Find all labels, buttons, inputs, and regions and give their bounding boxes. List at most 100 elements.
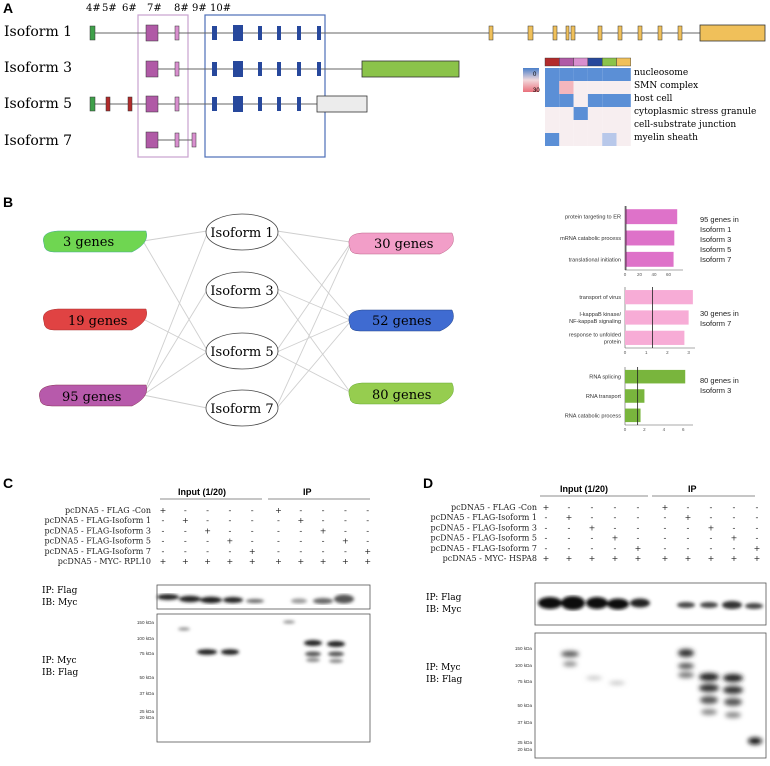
- transfection-sign: -: [322, 547, 325, 556]
- right-gene-group-80: 80 genes: [348, 382, 454, 405]
- left-gene-group-95: 95 genes: [39, 384, 147, 407]
- transfection-sign: -: [206, 506, 209, 515]
- blot-c-myc-ip: [156, 613, 371, 743]
- chart-x-tick-label: 4: [663, 427, 666, 432]
- heatmap-column-swatch: [587, 57, 603, 67]
- transfection-sign: -: [366, 516, 369, 525]
- enrichment-bar: [625, 230, 675, 246]
- gene-set-note: Isoform 1: [700, 225, 731, 234]
- transfection-sign: +: [589, 523, 596, 532]
- exon-label-6: 6#: [122, 3, 137, 14]
- transfection-sign: -: [545, 544, 548, 553]
- heatmap-cell: [587, 68, 603, 81]
- chart-x-tick-label: 6: [682, 427, 685, 432]
- heatmap-cell: [573, 107, 588, 120]
- ip-header: IP: [688, 484, 697, 494]
- transfection-sign: +: [543, 554, 550, 563]
- transfection-sign: +: [754, 554, 761, 563]
- left-gene-group-19: 19 genes: [43, 308, 147, 331]
- transfection-sign: +: [160, 506, 167, 515]
- transfection-sign: -: [277, 537, 280, 546]
- transfection-sign: -: [568, 503, 571, 512]
- transfection-sign: +: [589, 554, 596, 563]
- heatmap-cell: [545, 94, 560, 107]
- transfection-sign: -: [184, 506, 187, 515]
- transfection-sign: -: [277, 526, 280, 535]
- enrichment-term-label: mRNA catabolic process: [560, 236, 621, 242]
- heatmap-cell: [587, 133, 603, 146]
- heatmap-cell: [559, 107, 574, 120]
- blot-d-ib-label: IB: Myc: [426, 605, 461, 615]
- isoform-node-5: Isoform 5: [205, 332, 279, 370]
- heatmap-cell: [602, 94, 617, 107]
- chart-x-tick-label: 2: [666, 350, 669, 355]
- panel-d-letter: D: [423, 475, 433, 491]
- transfection-sign: +: [543, 503, 550, 512]
- heatmap-column-swatch: [616, 57, 632, 67]
- transfection-sign: -: [733, 544, 736, 553]
- heatmap-row-label: myelin sheath: [634, 133, 698, 143]
- left-gene-group-3: 3 genes: [43, 230, 147, 253]
- right-gene-group-30: 30 genes: [348, 232, 454, 255]
- transfection-sign: -: [733, 523, 736, 532]
- transfection-sign: -: [756, 523, 759, 532]
- exon-10-region-highlight-box: [204, 14, 326, 158]
- heatmap-cell: [587, 120, 603, 133]
- gene-count-label: 52 genes: [372, 314, 431, 329]
- transfection-sign: -: [664, 544, 667, 553]
- transfection-sign: -: [162, 516, 165, 525]
- transfection-sign: -: [687, 534, 690, 543]
- transfection-sign: +: [364, 547, 371, 556]
- isoform-node-label: Isoform 3: [210, 284, 273, 299]
- heatmap-cell: [602, 81, 617, 94]
- exon-label-5: 5#: [102, 3, 117, 14]
- heatmap-cell: [587, 94, 603, 107]
- heatmap-cell: [573, 94, 588, 107]
- construct-label: pcDNA5 - FLAG-Isoform 3: [431, 523, 537, 532]
- transfection-sign: -: [184, 537, 187, 546]
- gene-set-note: Isoform 5: [700, 245, 731, 254]
- isoform-3-label: Isoform 3: [4, 60, 72, 76]
- heatmap-cell: [587, 107, 603, 120]
- construct-label: pcDNA5 - FLAG-Isoform 5: [45, 537, 151, 546]
- enrichment-bar: [625, 330, 685, 345]
- isoform-node-label: Isoform 5: [210, 345, 273, 360]
- isoform-node-3: Isoform 3: [205, 271, 279, 309]
- transfection-sign: -: [344, 526, 347, 535]
- transfection-sign: -: [710, 503, 713, 512]
- transfection-sign: -: [206, 537, 209, 546]
- transfection-sign: -: [228, 526, 231, 535]
- ladder-marker-label: 150 kDa: [137, 620, 155, 625]
- heatmap-cell: [559, 120, 574, 133]
- exon-7-8-highlight-box: [137, 14, 189, 158]
- panel-c-letter: C: [3, 475, 13, 491]
- gene-set-note: 30 genes in: [700, 309, 739, 318]
- construct-label: pcDNA5 - MYC- RPL10: [58, 557, 151, 566]
- heatmap-scale-max: 30: [533, 88, 540, 94]
- exon-label-9: 9#: [192, 3, 207, 14]
- isoform-3-track: [145, 60, 460, 78]
- chart-x-tick-label: 1: [645, 350, 648, 355]
- heatmap-row-label: nucleosome: [634, 68, 688, 78]
- chart-x-tick-label: 0: [624, 272, 627, 277]
- transfection-sign: -: [545, 534, 548, 543]
- transfection-sign: -: [687, 503, 690, 512]
- chart-x-tick-label: 2: [643, 427, 646, 432]
- heatmap-cell: [573, 81, 588, 94]
- construct-label: pcDNA5 - FLAG -Con: [451, 503, 537, 512]
- chart-x-tick-label: 0: [624, 427, 627, 432]
- enrichment-bar: [625, 369, 686, 384]
- enrichment-bar: [625, 389, 645, 403]
- transfection-sign: -: [344, 547, 347, 556]
- blot-c-ib2-label: IB: Flag: [42, 668, 79, 678]
- transfection-sign: +: [227, 557, 234, 566]
- transfection-sign: +: [275, 506, 282, 515]
- heatmap-cell: [587, 81, 603, 94]
- ladder-marker-label: 100 kDa: [515, 663, 533, 668]
- heatmap-cell: [616, 107, 631, 120]
- transfection-sign: +: [635, 544, 642, 553]
- blot-d-bands-bottom: [561, 649, 762, 745]
- blot-d-ip2-label: IP: Myc: [426, 663, 461, 673]
